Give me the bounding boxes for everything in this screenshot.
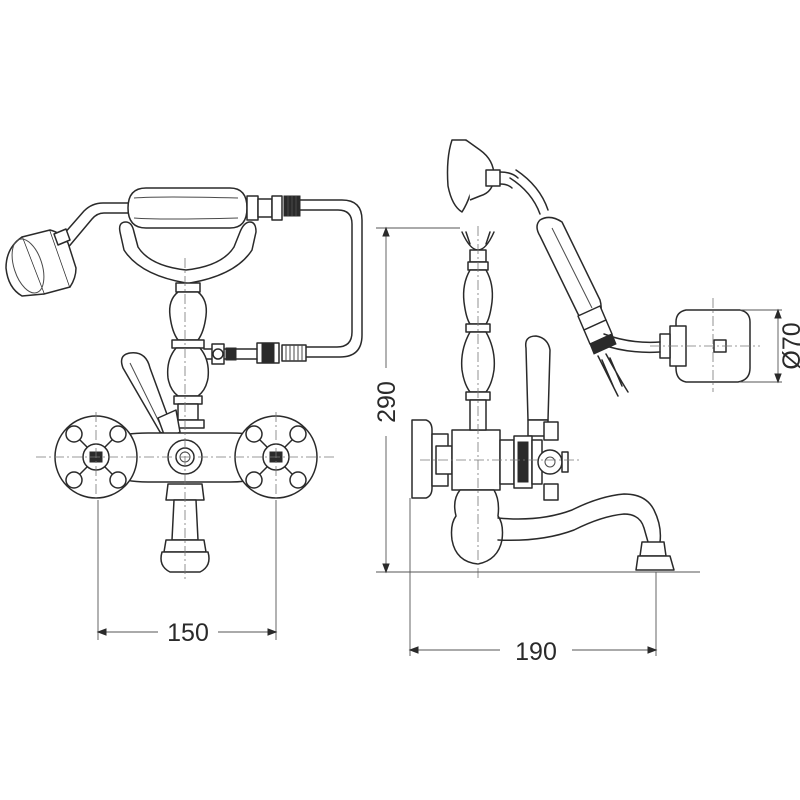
side-hose — [509, 169, 629, 397]
front-shower-hose — [299, 199, 363, 358]
side-spout — [497, 493, 662, 543]
handset-handle — [127, 187, 248, 229]
front-shower-head — [5, 228, 77, 297]
shower-arm — [55, 202, 131, 251]
dimension-label-150: 150 — [167, 619, 209, 647]
side-lever — [524, 335, 551, 437]
side-handset — [536, 216, 602, 322]
side-shower-head-right — [599, 298, 760, 392]
side-shower-head-top — [446, 139, 519, 213]
dimension-diameter: Ø70 — [740, 308, 800, 384]
dimension-label-diameter: Ø70 — [778, 322, 800, 369]
dimension-190: 190 — [408, 498, 658, 666]
wall-flange — [411, 419, 433, 499]
handset-cradle — [118, 221, 257, 284]
dimension-label-190: 190 — [515, 638, 557, 666]
front-view: 150 — [5, 187, 363, 647]
front-column — [166, 282, 210, 429]
dimension-150: 150 — [96, 500, 278, 647]
side-valve — [499, 421, 569, 501]
diverter-lever — [120, 352, 181, 441]
hose-connector — [256, 342, 307, 364]
side-view: Ø70 290 190 — [373, 139, 800, 666]
spout-bulb — [450, 489, 504, 565]
dimension-290: 290 — [373, 226, 700, 574]
dimension-label-290: 290 — [373, 381, 401, 423]
